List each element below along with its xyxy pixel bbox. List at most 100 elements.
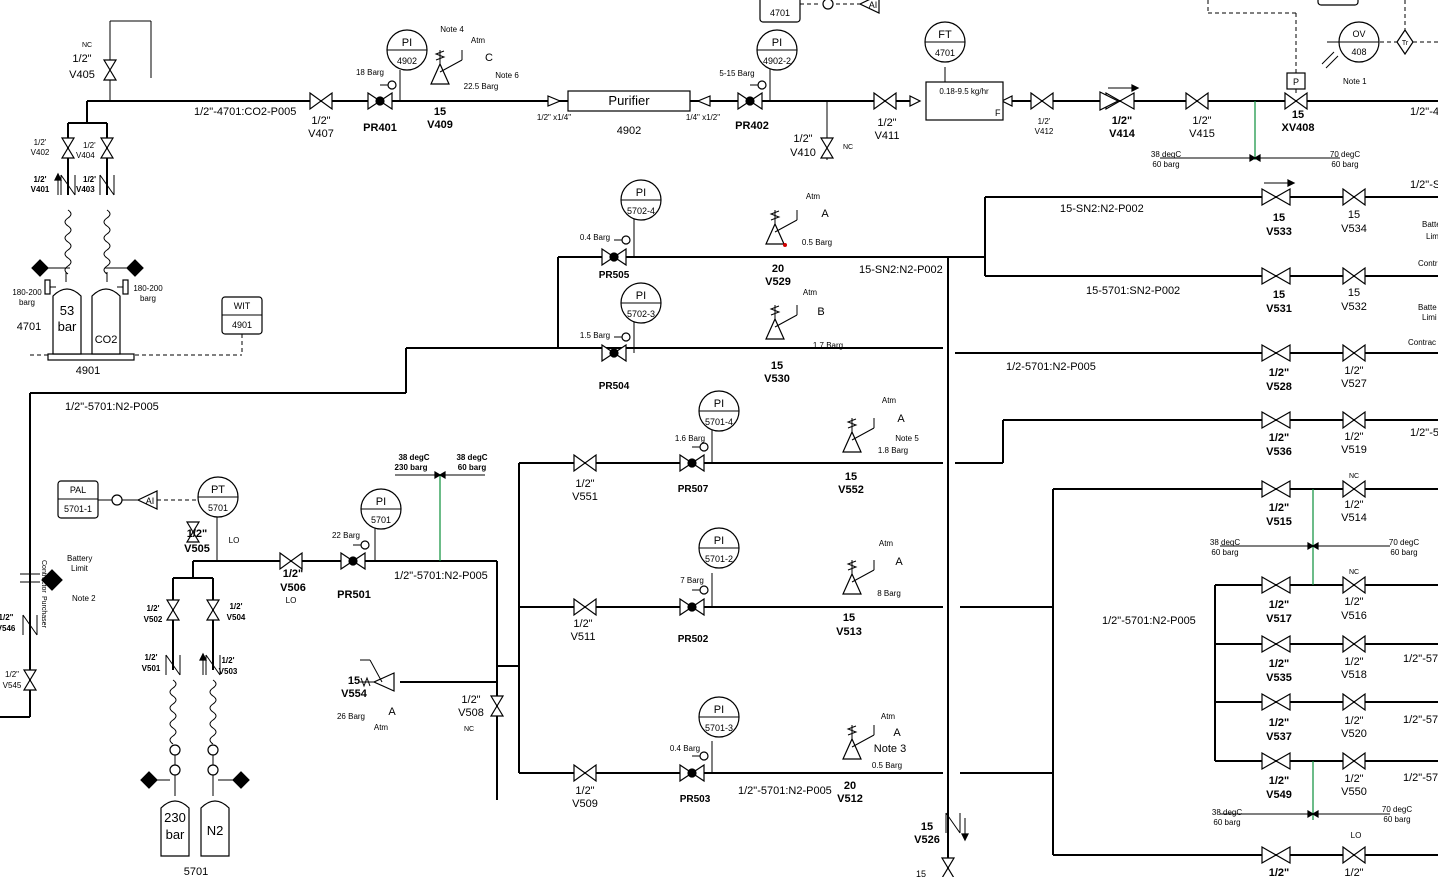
- v529b: V529: [765, 276, 791, 288]
- pr502: PR502: [678, 634, 709, 645]
- v403b: V403: [76, 185, 95, 194]
- v407a: 1/2": [311, 115, 330, 127]
- line-n2-pr501: 1/2"-5701:N2-P005: [394, 570, 488, 582]
- t6a: 70 degC: [1382, 805, 1412, 814]
- v502b: V502: [144, 615, 163, 624]
- pi-5701-num: 5701: [371, 515, 391, 525]
- ov-408-tag: OV: [1352, 29, 1365, 39]
- v537a: 1/2": [1269, 717, 1290, 729]
- edge-r12: 1/2"-4: [1410, 106, 1438, 118]
- v412a: 1/2': [1038, 117, 1051, 126]
- v511a: 1/2": [573, 618, 592, 630]
- v405a: 1/2": [72, 53, 91, 65]
- n2-cylinders: [140, 679, 250, 857]
- v509a: 1/2": [575, 785, 594, 797]
- t6b: 60 barg: [1383, 815, 1410, 824]
- v552-atm: Atm: [882, 396, 897, 405]
- line-sn2-mid: 15-SN2:N2-P002: [859, 264, 943, 276]
- v554b: V554: [341, 688, 368, 700]
- v532b: V532: [1341, 301, 1367, 313]
- note2: Note 2: [72, 594, 96, 603]
- n2-pressure: 230: [164, 810, 186, 825]
- line-sn2-top: 15-SN2:N2-P002: [1060, 203, 1144, 215]
- t7b: 230 barg: [395, 463, 428, 472]
- v415b: V415: [1189, 128, 1215, 140]
- v409-set: 22.5 Barg: [464, 82, 499, 91]
- v537b: V537: [1266, 731, 1292, 743]
- xv408a: 15: [1292, 109, 1304, 121]
- ai-left: AI: [146, 496, 155, 506]
- v530-b: B: [817, 306, 824, 318]
- pi-4902-num: 4902: [397, 56, 417, 66]
- v554a: 15: [348, 675, 360, 687]
- v404b: V404: [76, 151, 95, 160]
- purifier-num: 4902: [617, 125, 641, 137]
- v534a: 15: [1348, 209, 1360, 221]
- purifier-box: [567, 90, 691, 112]
- line-n2-right: 1/2"-5701:N2-P005: [1102, 615, 1196, 627]
- pur-in: 1/2" x1/4": [537, 113, 571, 122]
- pi-5701-4-num: 5701-4: [705, 417, 733, 427]
- pr502-set: 7 Barg: [680, 576, 704, 585]
- co2-rack: 4901: [76, 365, 100, 377]
- v512-atm: Atm: [881, 712, 896, 721]
- pi-5701-3-num: 5701-3: [705, 723, 733, 733]
- purchaser-label: Purchaser: [40, 596, 47, 629]
- v504b: V504: [227, 613, 246, 622]
- pal-tag: PAL: [70, 485, 86, 495]
- v554-atm: Atm: [374, 723, 389, 732]
- v528b: V528: [1266, 381, 1292, 393]
- edge-r7: Contrac: [1408, 338, 1436, 347]
- v515b: V515: [1266, 516, 1292, 528]
- pr507: PR507: [678, 484, 709, 495]
- v410a: 1/2": [793, 133, 812, 145]
- v529-a: A: [821, 208, 829, 220]
- xv408b: XV408: [1281, 122, 1314, 134]
- purifier-label: Purifier: [608, 93, 650, 108]
- edge-r9: 1/2"-57: [1403, 653, 1438, 665]
- v509b: V509: [572, 798, 598, 810]
- pr505: PR505: [599, 270, 630, 281]
- co2-pressure: 53: [60, 303, 74, 318]
- v530b: V530: [764, 373, 790, 385]
- pr401: PR401: [363, 122, 397, 134]
- pr503-set: 0.4 Barg: [670, 744, 700, 753]
- flow-arrows: [54, 84, 1296, 842]
- battery-limit: [20, 569, 63, 591]
- pi-5701-2-tag: PI: [714, 535, 724, 547]
- v506a: 1/2": [283, 568, 304, 580]
- v407b: V407: [308, 128, 334, 140]
- instrument-bubbles: [197, 21, 1380, 738]
- xv-p: P: [1293, 77, 1299, 87]
- t1a: 38 degC: [1151, 150, 1181, 159]
- v534b: V534: [1341, 223, 1367, 235]
- pr501-set: 22 Barg: [332, 531, 360, 540]
- v552b: V552: [838, 484, 864, 496]
- pal-num: 5701-1: [64, 504, 92, 514]
- edge-r8: 1/2"-5: [1410, 427, 1438, 439]
- v519a: 1/2": [1344, 431, 1363, 443]
- edge-r11: 1/2"-57: [1403, 772, 1438, 784]
- co2-unit: bar: [58, 319, 77, 334]
- pr505-set: 0.4 Barg: [580, 233, 610, 242]
- v414a: 1/2": [1112, 115, 1133, 127]
- v409a: 15: [434, 106, 446, 118]
- v513-atm: Atm: [879, 539, 894, 548]
- n2-unit: bar: [166, 827, 185, 842]
- pr501: PR501: [337, 589, 371, 601]
- v412b: V412: [1035, 127, 1054, 136]
- v501b: V501: [142, 664, 161, 673]
- pi-5701-4-tag: PI: [714, 398, 724, 410]
- v535b: V535: [1266, 672, 1292, 684]
- co2-range-l: 180-200: [12, 288, 42, 297]
- t8b: 60 barg: [458, 463, 487, 472]
- v535a: 1/2": [1269, 658, 1290, 670]
- pr504: PR504: [599, 381, 630, 392]
- v533a: 15: [1273, 212, 1285, 224]
- v508a: 1/2": [461, 694, 480, 706]
- v526a: 15: [921, 821, 933, 833]
- v554-a: A: [388, 706, 396, 718]
- v550a: 1/2": [1344, 773, 1363, 785]
